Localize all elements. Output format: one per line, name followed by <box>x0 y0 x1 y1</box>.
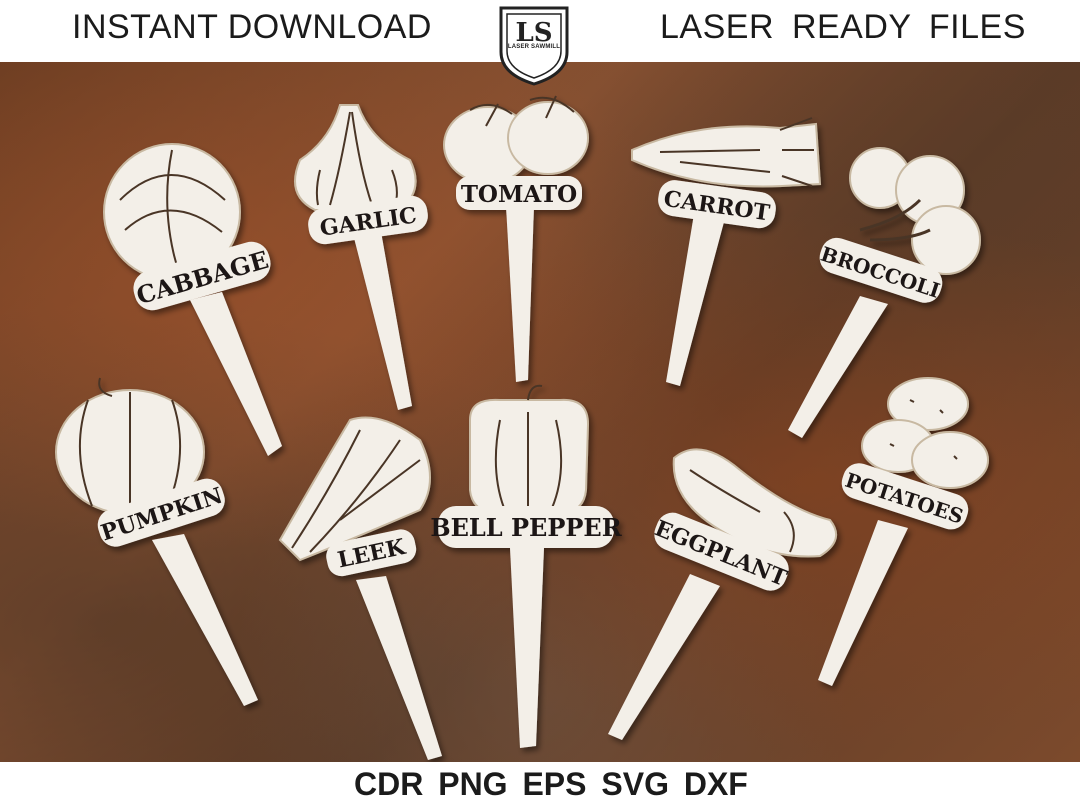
label-plate <box>654 512 789 591</box>
stake-post <box>788 296 888 438</box>
label-plate <box>819 237 943 303</box>
label-plate <box>438 506 614 548</box>
logo-name: LASER SAWMILL <box>507 44 561 50</box>
label-plate <box>326 529 417 577</box>
leek-icon <box>278 416 431 562</box>
stake-potatoes: POTATOES <box>818 377 989 686</box>
stake-post <box>352 226 412 410</box>
stake-carrot: CARROT <box>631 117 822 386</box>
potatoes-icon <box>887 377 969 431</box>
stake-label: TOMATO <box>461 181 577 208</box>
stake-post <box>666 214 724 386</box>
shield-icon <box>499 6 569 86</box>
stake-label: BELL PEPPER <box>430 513 622 542</box>
stake-eggplant: EGGPLANT <box>608 448 838 740</box>
logo-monogram: LS <box>515 18 553 48</box>
label-plate <box>456 176 582 210</box>
label-plate <box>658 180 776 229</box>
stake-tomato: TOMATO <box>443 95 589 382</box>
product-photo: CABBAGE GARLIC TOMATO <box>0 62 1080 762</box>
garden-stakes-illustration: CABBAGE GARLIC TOMATO <box>55 95 989 760</box>
label-plate <box>841 463 969 530</box>
laser-sawmill-logo: LS LASER SAWMILL <box>497 4 571 86</box>
instant-download-text: INSTANT DOWNLOAD <box>72 8 432 46</box>
laser-ready-files-text: LASER READY FILES <box>660 8 1026 46</box>
stake-post <box>356 576 442 760</box>
stake-cabbage: CABBAGE <box>103 143 282 456</box>
stake-post <box>608 574 720 740</box>
stake-post <box>818 520 908 686</box>
stake-bell-pepper: BELL PEPPER <box>430 384 623 748</box>
stake-post <box>190 292 282 456</box>
label-plate <box>133 241 271 311</box>
stake-post <box>510 548 544 748</box>
bottom-banner: CDR PNG EPS SVG DXF <box>0 762 1080 810</box>
label-plate <box>308 195 428 245</box>
stake-post <box>506 206 534 382</box>
stake-pumpkin: PUMPKIN <box>55 377 258 706</box>
file-formats-text: CDR PNG EPS SVG DXF <box>354 766 748 802</box>
stake-broccoli: BROCCOLI <box>788 147 981 438</box>
stake-post <box>152 534 258 706</box>
eggplant-icon <box>672 448 838 558</box>
carrot-icon <box>631 122 822 188</box>
stake-leek: LEEK <box>278 416 442 760</box>
label-plate <box>97 478 225 547</box>
stake-garlic: GARLIC <box>294 104 428 410</box>
